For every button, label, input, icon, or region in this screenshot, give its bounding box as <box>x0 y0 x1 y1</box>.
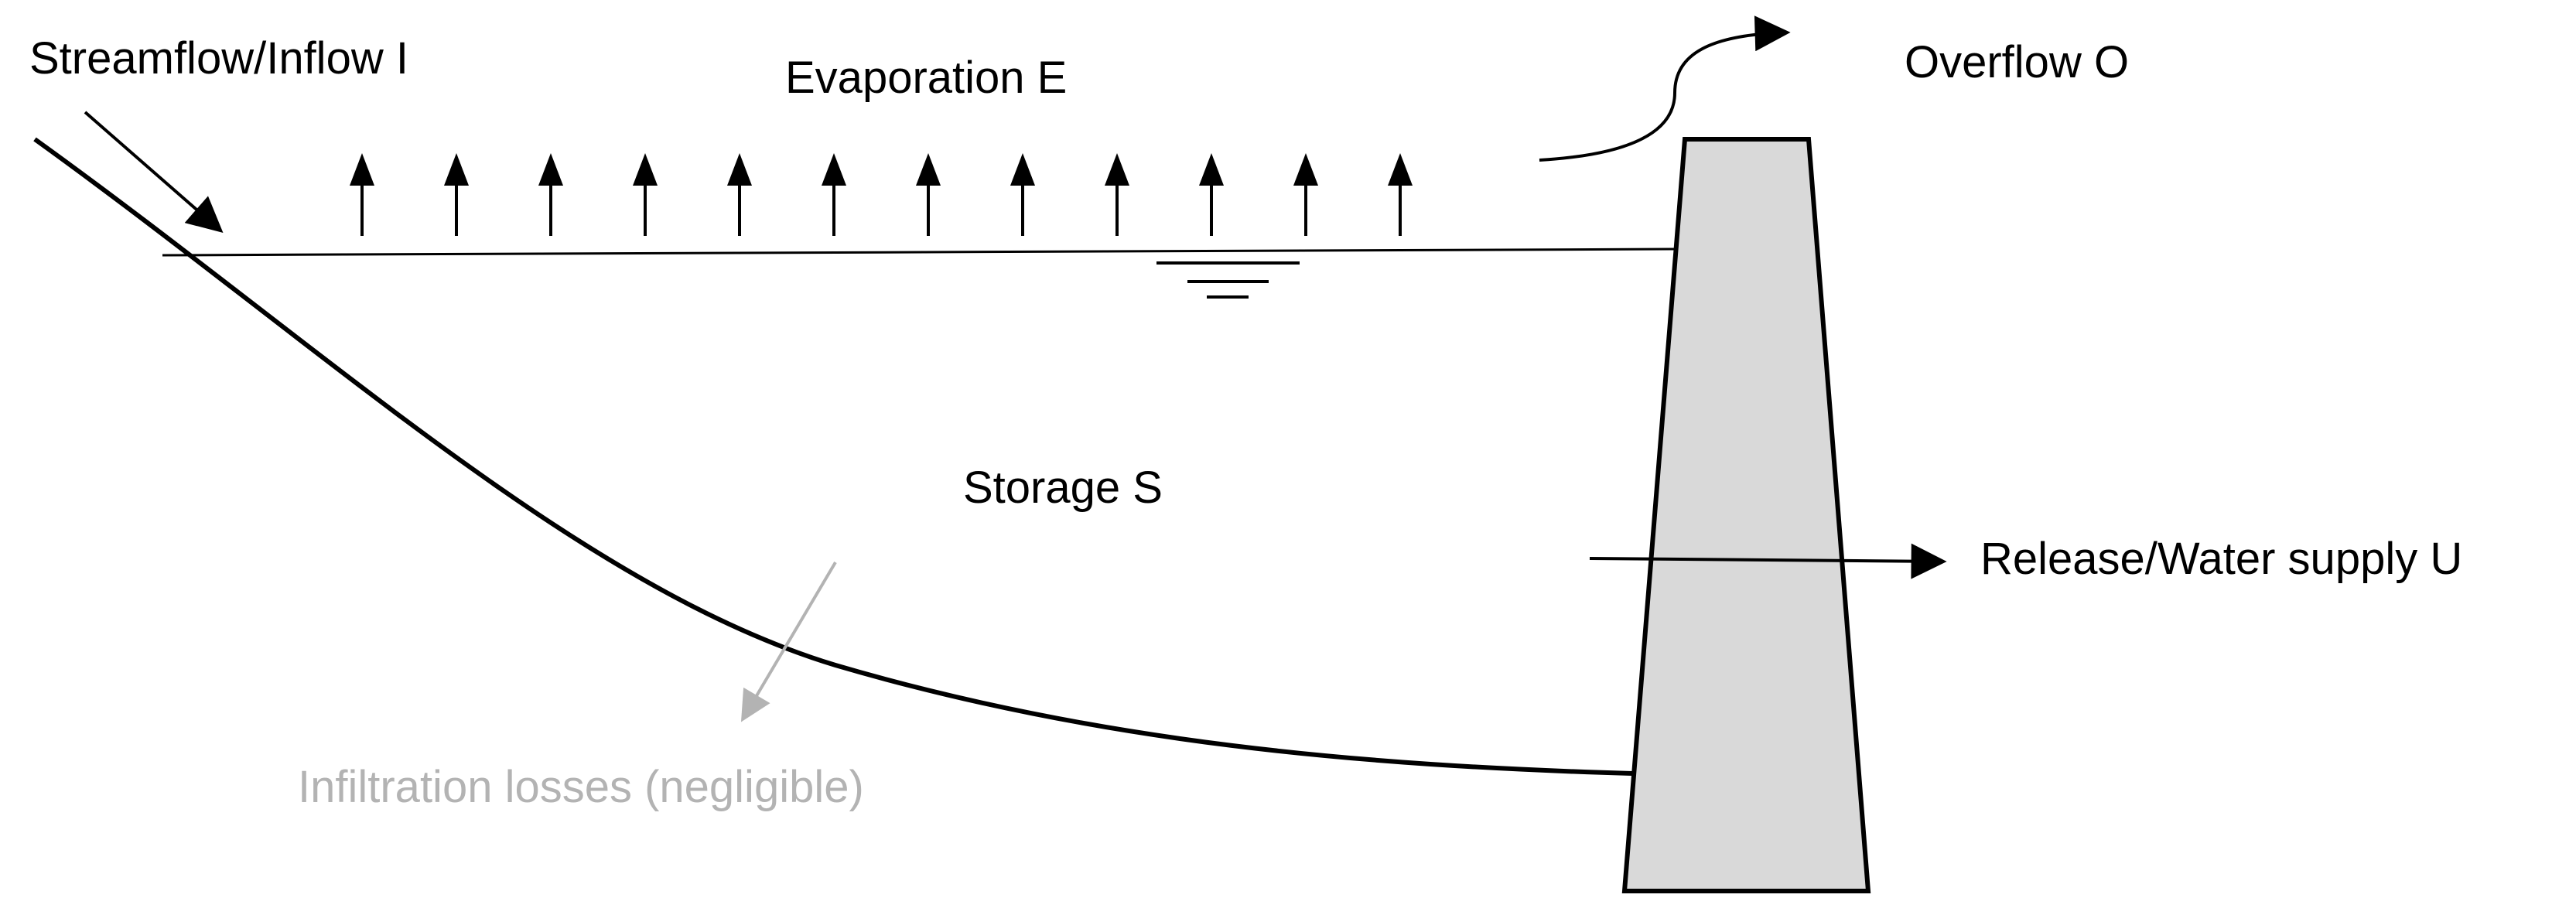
infiltration-label: Infiltration losses (negligible) <box>298 762 864 812</box>
overflow-label: Overflow O <box>1905 37 2129 87</box>
infiltration-arrow <box>740 561 837 722</box>
overflow-arrow <box>1539 15 1791 162</box>
inflow-label: Streamflow/Inflow I <box>29 33 408 84</box>
storage-label: Storage S <box>963 463 1163 513</box>
evaporation-arrow <box>1010 153 1035 236</box>
evaporation-arrow <box>350 153 374 236</box>
release-label: Release/Water supply U <box>1980 534 2462 584</box>
evaporation-arrow <box>633 153 658 236</box>
evaporation-arrow <box>916 153 941 236</box>
evaporation-arrow <box>444 153 469 236</box>
release-arrow <box>1589 543 1947 579</box>
water-surface-line <box>162 248 1681 257</box>
evaporation-label: Evaporation E <box>785 53 1067 103</box>
dam <box>1621 137 1871 893</box>
inflow-arrow <box>84 111 224 234</box>
evaporation-arrows <box>350 153 1413 236</box>
water-level-symbol <box>1156 261 1300 299</box>
evaporation-arrow <box>727 153 752 236</box>
evaporation-arrow <box>822 153 846 236</box>
evaporation-arrow <box>1199 153 1224 236</box>
evaporation-arrow <box>1388 153 1413 236</box>
evaporation-arrow <box>538 153 563 236</box>
reservoir-bed-line <box>33 137 1633 776</box>
evaporation-arrow <box>1293 153 1318 236</box>
evaporation-arrow <box>1105 153 1129 236</box>
